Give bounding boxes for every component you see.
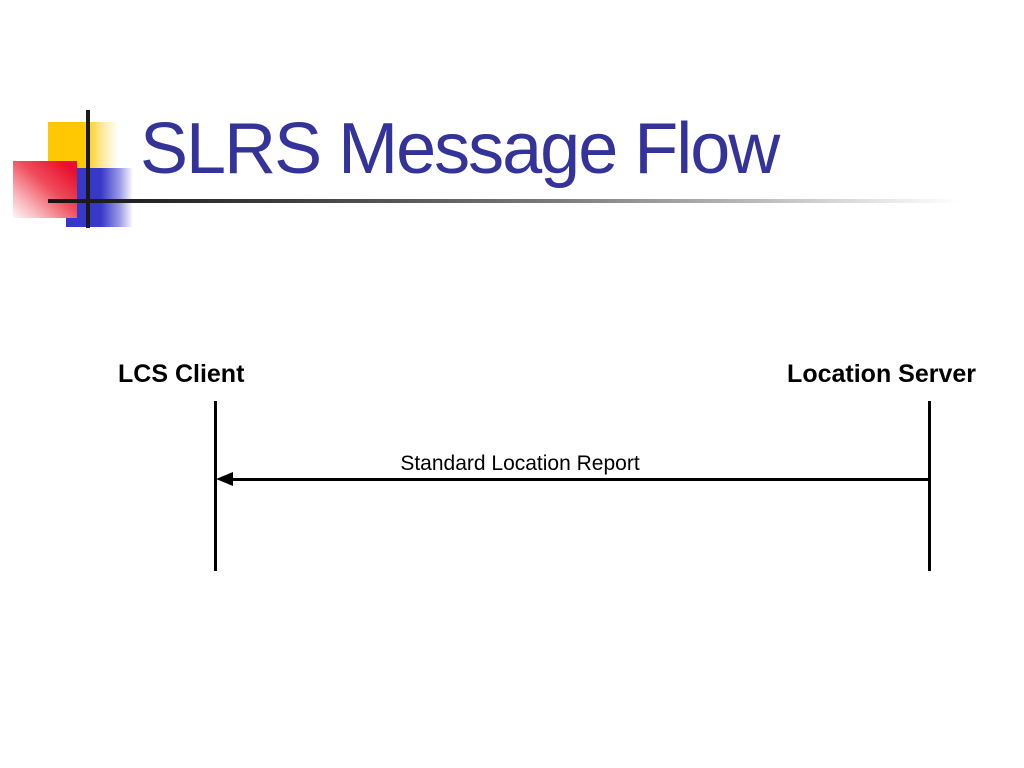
message-arrowhead-left-icon — [216, 472, 233, 486]
title-underline-rule — [48, 199, 960, 203]
decor-yellow-square — [48, 122, 118, 168]
decor-blue-square — [66, 168, 133, 227]
actor-label-lcs-client: LCS Client — [118, 360, 245, 388]
message-label: Standard Location Report — [400, 452, 640, 475]
slide-title: SLRS Message Flow — [140, 109, 780, 189]
message-arrow-line — [230, 478, 930, 481]
lifeline-location-server — [928, 401, 931, 571]
decor-vertical-line — [86, 110, 90, 228]
lifeline-lcs-client — [214, 401, 217, 571]
decor-red-square — [13, 161, 77, 218]
actor-label-location-server: Location Server — [787, 360, 976, 388]
